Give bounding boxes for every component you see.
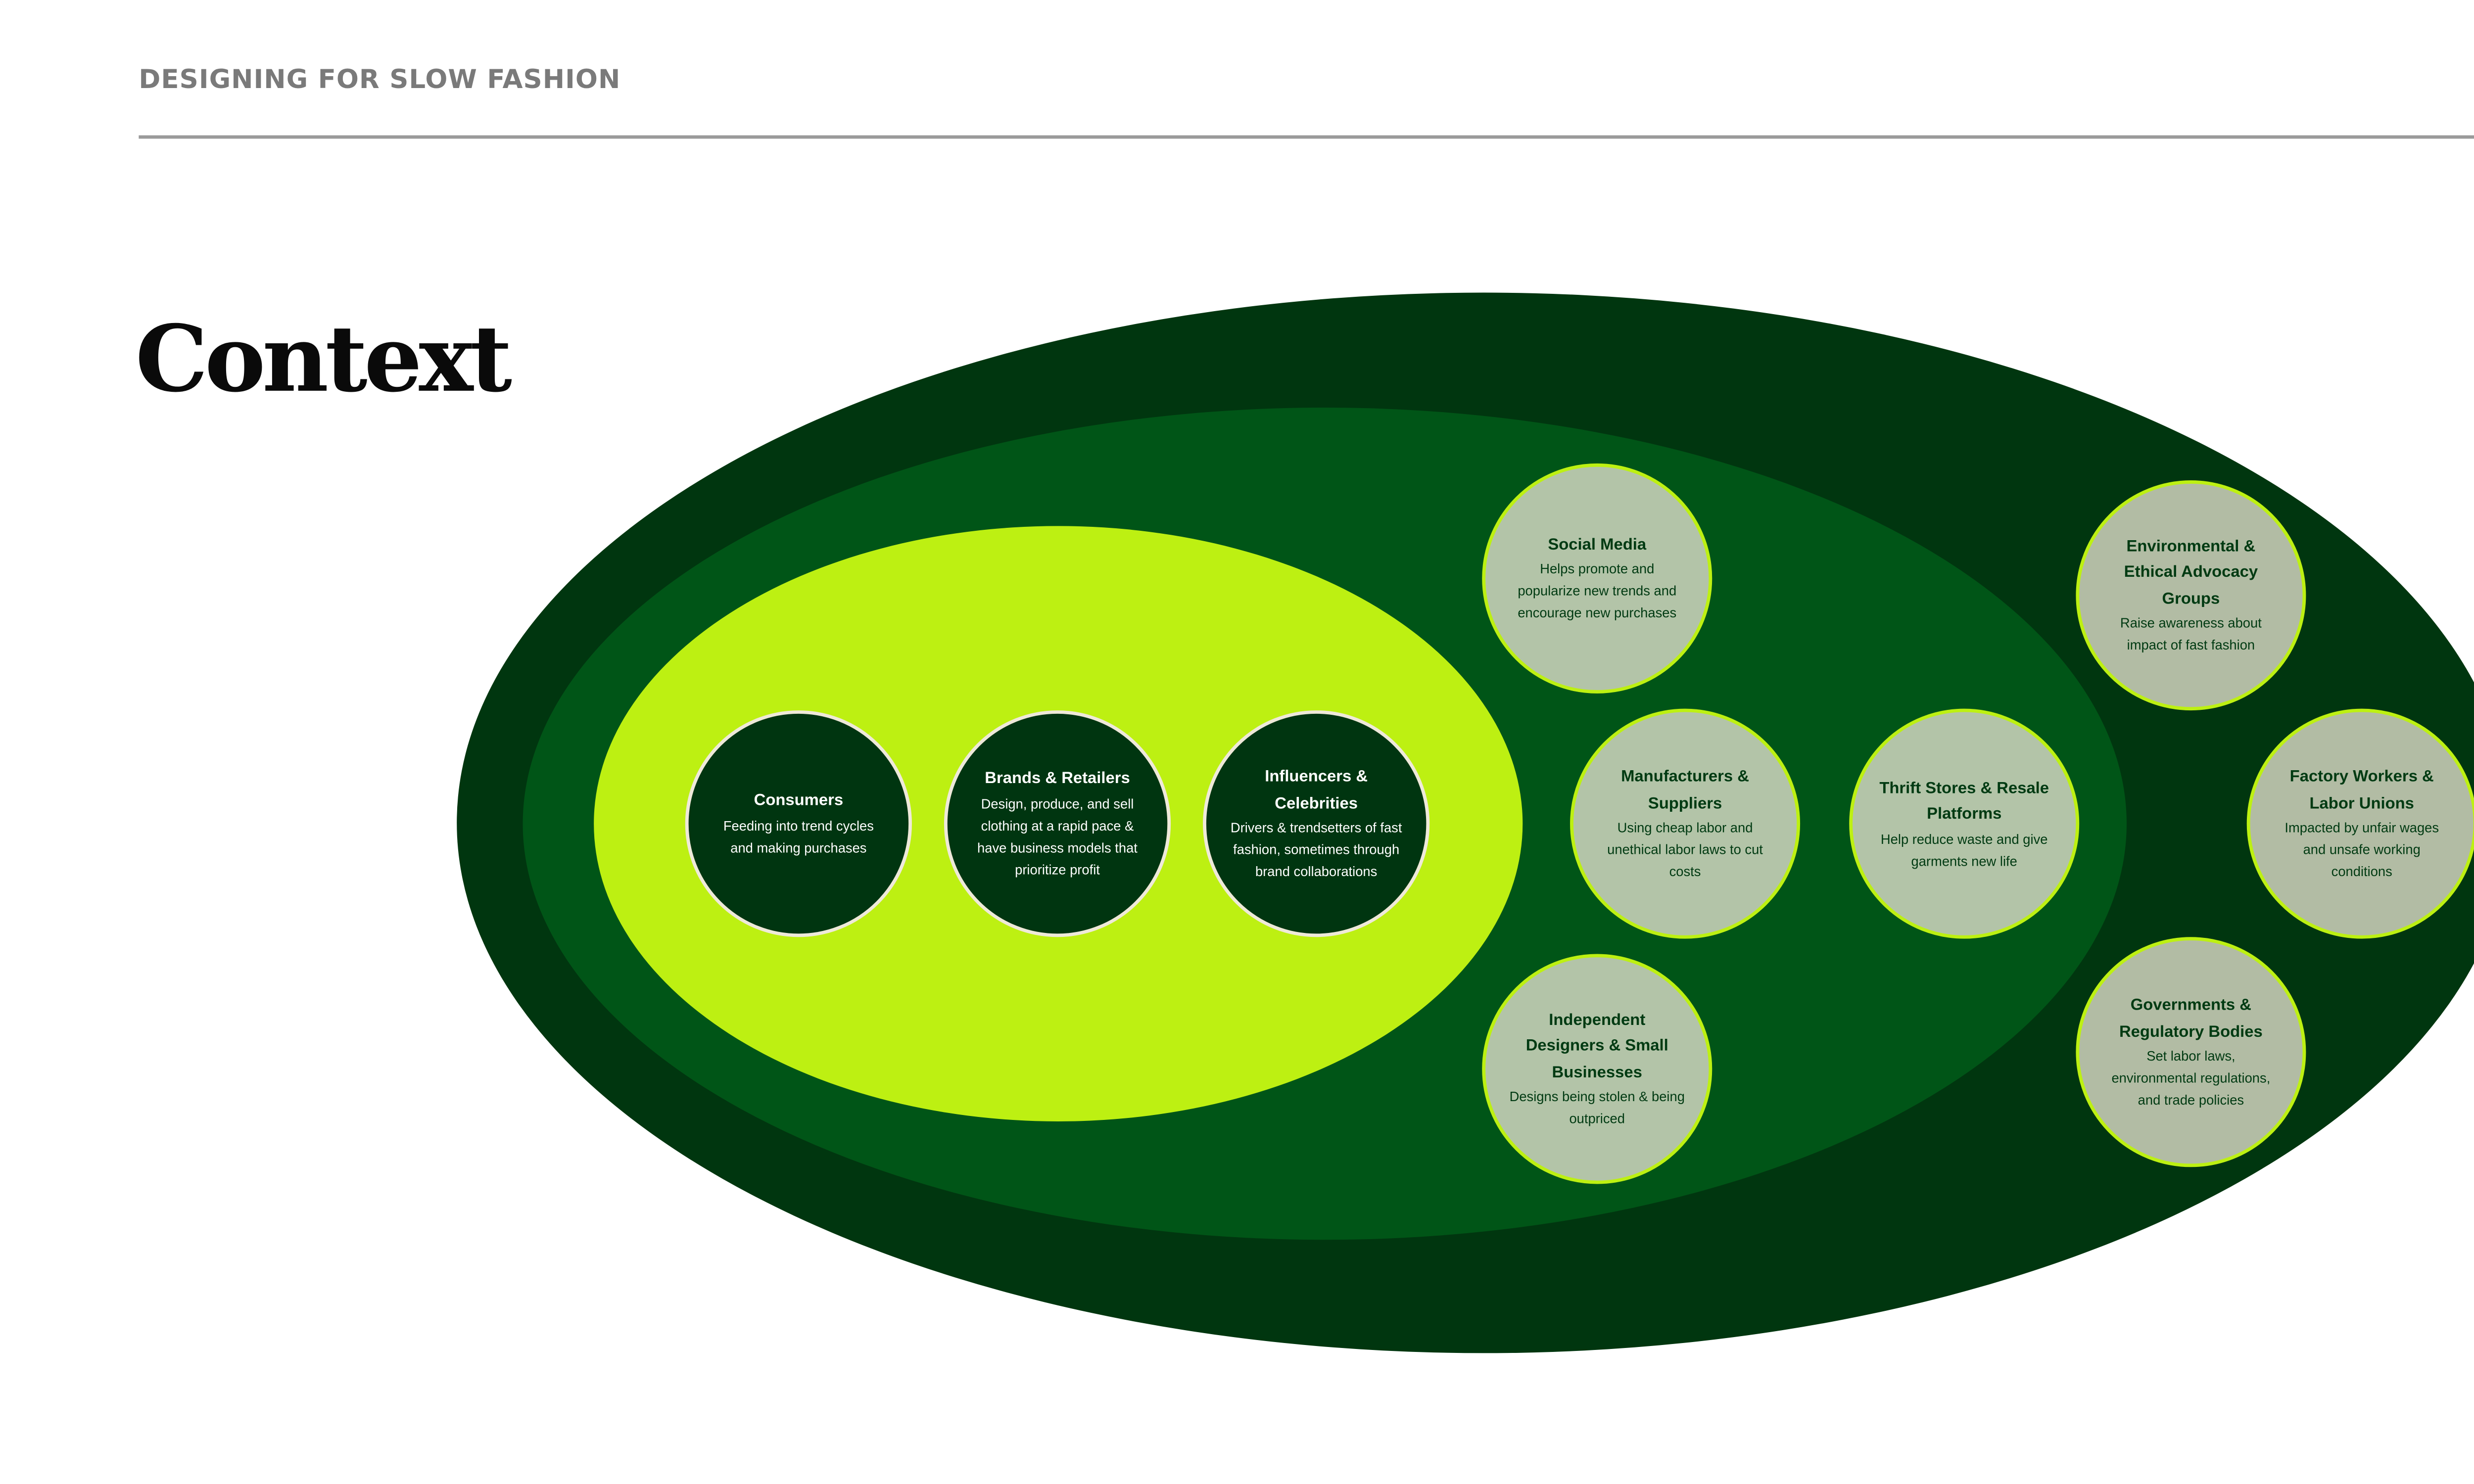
page-title: Context <box>135 304 512 413</box>
page-number: 03 <box>2473 64 2474 95</box>
circle-desc: Impacted by unfair wages and unsafe work… <box>2284 820 2439 880</box>
circle-title: Social Media <box>1548 536 1647 555</box>
deck-title: DESIGNING FOR SLOW FASHION <box>139 64 621 95</box>
header-divider <box>139 135 2474 138</box>
circle-desc: Drivers & trendsetters of fast fashion, … <box>1230 820 1402 880</box>
circle-title: Influencers & Celebrities <box>1265 768 1368 813</box>
middle-thrift-stores: Thrift Stores & Resale Platforms Help re… <box>1849 708 2080 939</box>
circle-desc: Set labor laws, environmental regulation… <box>2111 1048 2271 1108</box>
core-brands-retailers: Brands & Retailers Design, produce, and … <box>944 710 1171 937</box>
outer-factory-workers: Factory Workers & Labor Unions Impacted … <box>2246 708 2474 939</box>
outer-governments: Governments & Regulatory Bodies Set labo… <box>2076 937 2306 1167</box>
circle-desc: Helps promote and popularize new trends … <box>1518 562 1677 621</box>
circle-desc: Design, produce, and sell clothing at a … <box>977 796 1138 878</box>
outer-advocacy-groups: Environmental & Ethical Advocacy Groups … <box>2076 480 2306 711</box>
core-influencers: Influencers & Celebrities Drivers & tren… <box>1203 710 1430 937</box>
circle-desc: Raise awareness about impact of fast fas… <box>2120 616 2262 653</box>
circle-title: Independent Designers & Small Businesses <box>1525 1011 1668 1082</box>
circle-title: Thrift Stores & Resale Platforms <box>1879 779 2049 824</box>
circle-title: Manufacturers & Suppliers <box>1621 768 1749 813</box>
circle-title: Environmental & Ethical Advocacy Groups <box>2124 537 2258 609</box>
middle-social-media: Social Media Helps promote and populariz… <box>1482 463 1713 694</box>
middle-independent-designers: Independent Designers & Small Businesses… <box>1482 954 1713 1184</box>
circle-title: Brands & Retailers <box>985 770 1130 789</box>
circle-desc: Help reduce waste and give garments new … <box>1880 831 2048 869</box>
circle-desc: Feeding into trend cycles and making pur… <box>723 818 874 856</box>
middle-manufacturers: Manufacturers & Suppliers Using cheap la… <box>1570 708 1801 939</box>
core-consumers: Consumers Feeding into trend cycles and … <box>685 710 912 937</box>
circle-desc: Using cheap labor and unethical labor la… <box>1607 820 1763 880</box>
circle-desc: Designs being stolen & being outpriced <box>1509 1089 1685 1127</box>
circle-title: Consumers <box>754 792 844 811</box>
circle-title: Governments & Regulatory Bodies <box>2119 996 2263 1041</box>
circle-title: Factory Workers & Labor Unions <box>2289 768 2434 813</box>
